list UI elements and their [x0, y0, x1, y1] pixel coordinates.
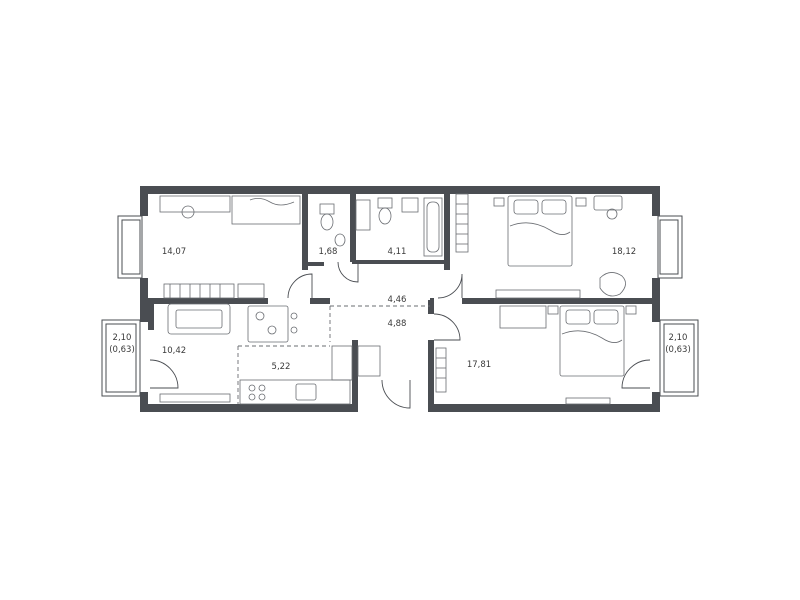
furniture-room-14: [159, 195, 301, 299]
area-label-room-10-42: 10,42: [162, 346, 186, 356]
area-label-room-14-07: 14,07: [162, 247, 186, 257]
area-label-balcony-right-reduced: (0,63): [665, 345, 691, 355]
area-label-room-17-81: 17,81: [467, 360, 491, 370]
doors: [149, 261, 651, 409]
area-label-wc-1-68: 1,68: [319, 247, 338, 257]
window-bay-left: [117, 215, 143, 279]
balcony-left: [101, 319, 141, 397]
area-label-balcony-left-reduced: (0,63): [109, 345, 135, 355]
furniture-wc-bath: [319, 197, 443, 257]
area-label-room-18-12: 18,12: [612, 247, 636, 257]
area-label-balcony-left: 2,10: [113, 333, 132, 343]
furniture-room-10: [159, 303, 298, 403]
interior-walls: [148, 186, 652, 380]
window-bay-right: [657, 215, 683, 279]
area-label-hall-4-88: 4,88: [388, 319, 407, 329]
outer-walls: [140, 186, 660, 412]
furniture-room-18: [455, 193, 626, 299]
area-label-balcony-right: 2,10: [669, 333, 688, 343]
area-label-hall-4-46: 4,46: [388, 295, 407, 305]
zone-lines: [237, 305, 430, 404]
area-label-kitchen-5-22: 5,22: [272, 362, 291, 372]
balcony-right: [659, 319, 699, 397]
furniture-kitchen: [239, 345, 381, 405]
furniture-room-17: [435, 305, 637, 405]
area-label-bath-4-11: 4,11: [388, 247, 407, 257]
